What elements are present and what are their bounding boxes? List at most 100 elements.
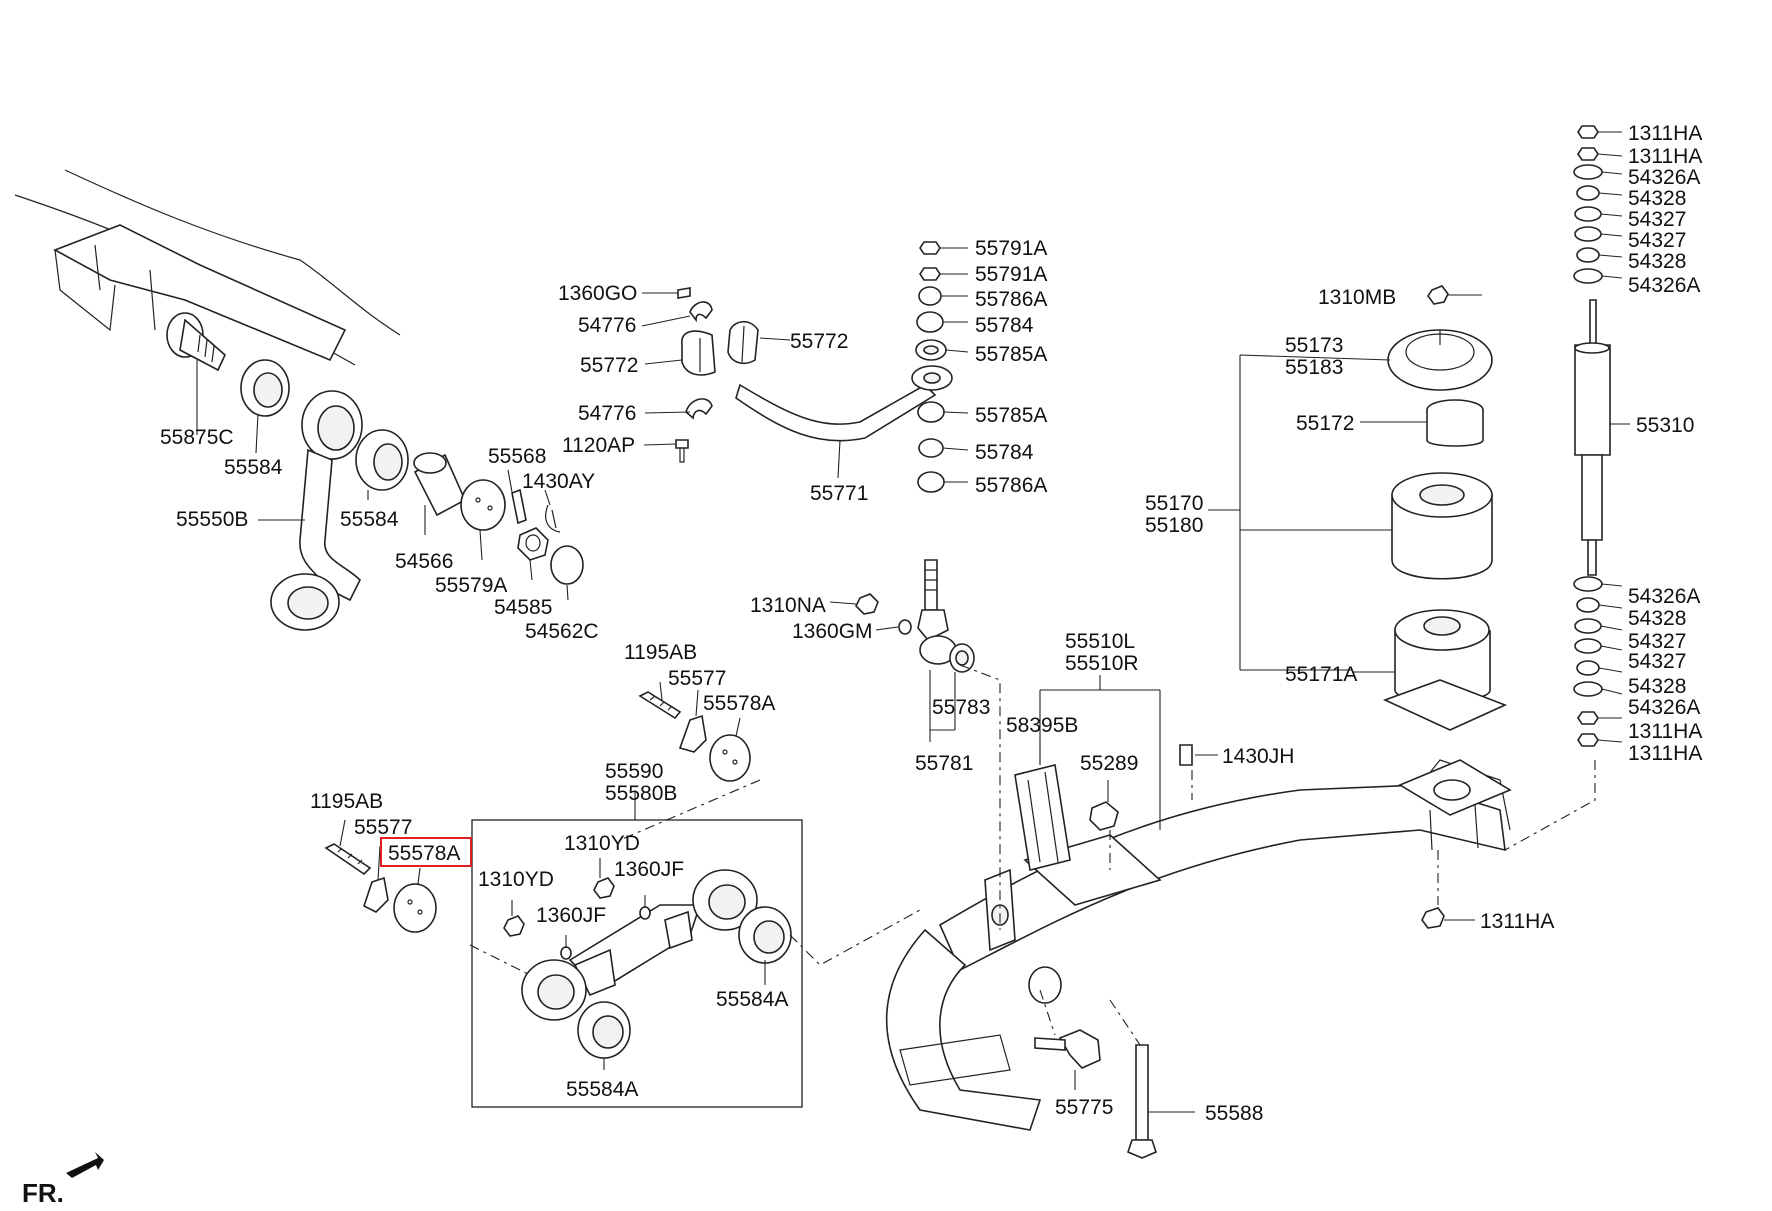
label-55781: 55781 bbox=[915, 752, 973, 775]
lower-arm-assembly bbox=[471, 819, 803, 1108]
label-1311ha-bottom: 1311HA bbox=[1480, 910, 1554, 933]
washer-1360gm bbox=[898, 619, 912, 635]
label-58395b: 58395B bbox=[1006, 714, 1078, 737]
label-55578a-highlighted: 55578A bbox=[388, 842, 460, 865]
label-54566: 54566 bbox=[395, 550, 453, 573]
bolt-55775 bbox=[1034, 1029, 1101, 1069]
label-55588: 55588 bbox=[1205, 1102, 1263, 1125]
label-55590: 55590 bbox=[605, 760, 663, 783]
part-labels: 55875C 55584 55550B 55584 54566 55579A 5… bbox=[22, 122, 1702, 1208]
shock-hardware-bottom bbox=[1573, 576, 1603, 747]
label-1310yd-left: 1310YD bbox=[478, 868, 554, 891]
stabilizer-bar-55550b bbox=[270, 390, 363, 631]
bushing-55772-right bbox=[727, 320, 759, 365]
washer-55579a bbox=[460, 479, 506, 531]
label-55785a-2: 55785A bbox=[975, 404, 1047, 427]
label-1120ap: 1120AP bbox=[562, 434, 635, 457]
label-55875c: 55875C bbox=[160, 426, 234, 449]
label-55771: 55771 bbox=[810, 482, 868, 505]
label-55584a-lower: 55584A bbox=[566, 1078, 638, 1101]
front-label: FR. bbox=[22, 1178, 64, 1208]
nut-1310mb bbox=[1427, 285, 1449, 305]
label-54562c: 54562C bbox=[525, 620, 599, 643]
label-54327-1: 54327 bbox=[1628, 208, 1686, 231]
bolt-1120ap bbox=[675, 439, 689, 463]
label-1430jh: 1430JH bbox=[1222, 745, 1294, 768]
label-54328-3: 54328 bbox=[1628, 607, 1686, 630]
label-55171a: 55171A bbox=[1285, 663, 1357, 686]
bolt-1195ab-lower bbox=[324, 843, 372, 876]
dashed-assembly-lines bbox=[469, 664, 1596, 1046]
washer-55578a-lower bbox=[393, 883, 437, 933]
label-54326a-4: 54326A bbox=[1628, 696, 1700, 719]
label-54776-upper: 54776 bbox=[578, 314, 636, 337]
shock-hardware-top bbox=[1573, 125, 1603, 284]
bushing-55584a-lower bbox=[577, 1001, 631, 1059]
link-bolt-55781 bbox=[917, 559, 975, 673]
label-1311ha-2: 1311HA bbox=[1628, 145, 1702, 168]
label-1360go: 1360GO bbox=[558, 282, 637, 305]
label-1430ay: 1430AY bbox=[522, 470, 595, 493]
label-1310yd-right: 1310YD bbox=[564, 832, 640, 855]
label-55510r: 55510R bbox=[1065, 652, 1139, 675]
crossmember-55510 bbox=[885, 759, 1511, 1131]
bracket-58395b bbox=[1014, 764, 1071, 871]
label-54326a-1: 54326A bbox=[1628, 166, 1700, 189]
front-arrow-icon bbox=[66, 1152, 104, 1178]
label-55584-upper: 55584 bbox=[224, 456, 283, 479]
clamp-54776-lower bbox=[685, 398, 713, 420]
label-55577-lower: 55577 bbox=[354, 816, 412, 839]
body-frame-rail bbox=[14, 169, 401, 366]
label-54326a-3: 54326A bbox=[1628, 585, 1700, 608]
spring-55170 bbox=[1391, 472, 1493, 580]
label-55183: 55183 bbox=[1285, 356, 1343, 379]
nut-55289 bbox=[1089, 801, 1119, 831]
label-55785a-1: 55785A bbox=[975, 343, 1047, 366]
label-55784-1: 55784 bbox=[975, 314, 1034, 337]
label-1360gm: 1360GM bbox=[792, 620, 873, 643]
label-55784-2: 55784 bbox=[975, 441, 1034, 464]
bumper-55172 bbox=[1426, 399, 1484, 447]
bracket-55577-upper bbox=[678, 714, 707, 753]
bracket-55577-lower bbox=[363, 876, 389, 913]
label-1195ab-upper: 1195AB bbox=[624, 641, 697, 664]
label-1360jf-left: 1360JF bbox=[536, 904, 606, 927]
bolt-55588 bbox=[1127, 1044, 1157, 1159]
nut-1311ha-bottom bbox=[1421, 907, 1445, 929]
label-55791a-2: 55791A bbox=[975, 263, 1047, 286]
label-54328-4: 54328 bbox=[1628, 675, 1686, 698]
label-55791a-1: 55791A bbox=[975, 237, 1047, 260]
label-55775: 55775 bbox=[1055, 1096, 1113, 1119]
washers-1360jf bbox=[560, 906, 651, 960]
bushing-55584a-right bbox=[738, 906, 792, 964]
label-55510l: 55510L bbox=[1065, 630, 1135, 653]
label-55786a-2: 55786A bbox=[975, 474, 1047, 497]
label-54328-2: 54328 bbox=[1628, 250, 1686, 273]
shock-absorber-55310 bbox=[1574, 299, 1611, 576]
bolt-55875c bbox=[166, 312, 226, 372]
label-55310: 55310 bbox=[1636, 414, 1694, 437]
clip-1430ay bbox=[545, 504, 561, 533]
bolt-1360go bbox=[677, 287, 691, 299]
washer-55578a-upper bbox=[709, 734, 751, 782]
pin-55568 bbox=[511, 488, 527, 525]
label-54327-4: 54327 bbox=[1628, 650, 1686, 673]
label-54327-2: 54327 bbox=[1628, 229, 1686, 252]
nut-54585 bbox=[517, 527, 549, 561]
label-55772-left: 55772 bbox=[580, 354, 638, 377]
mount-55171a bbox=[1382, 609, 1508, 731]
upper-mount-plate bbox=[1398, 759, 1512, 851]
label-55289: 55289 bbox=[1080, 752, 1138, 775]
label-55772-right: 55772 bbox=[790, 330, 848, 353]
highlight-box bbox=[380, 837, 472, 867]
label-55578a-upper: 55578A bbox=[703, 692, 775, 715]
label-55550b: 55550B bbox=[176, 508, 248, 531]
nuts-1310yd bbox=[503, 877, 615, 937]
label-54327-3: 54327 bbox=[1628, 630, 1686, 653]
stabilizer-rod-55771 bbox=[735, 365, 953, 442]
label-55180: 55180 bbox=[1145, 514, 1203, 537]
label-1310mb: 1310MB bbox=[1318, 286, 1396, 309]
label-54776-lower: 54776 bbox=[578, 402, 636, 425]
label-55580b: 55580B bbox=[605, 782, 677, 805]
